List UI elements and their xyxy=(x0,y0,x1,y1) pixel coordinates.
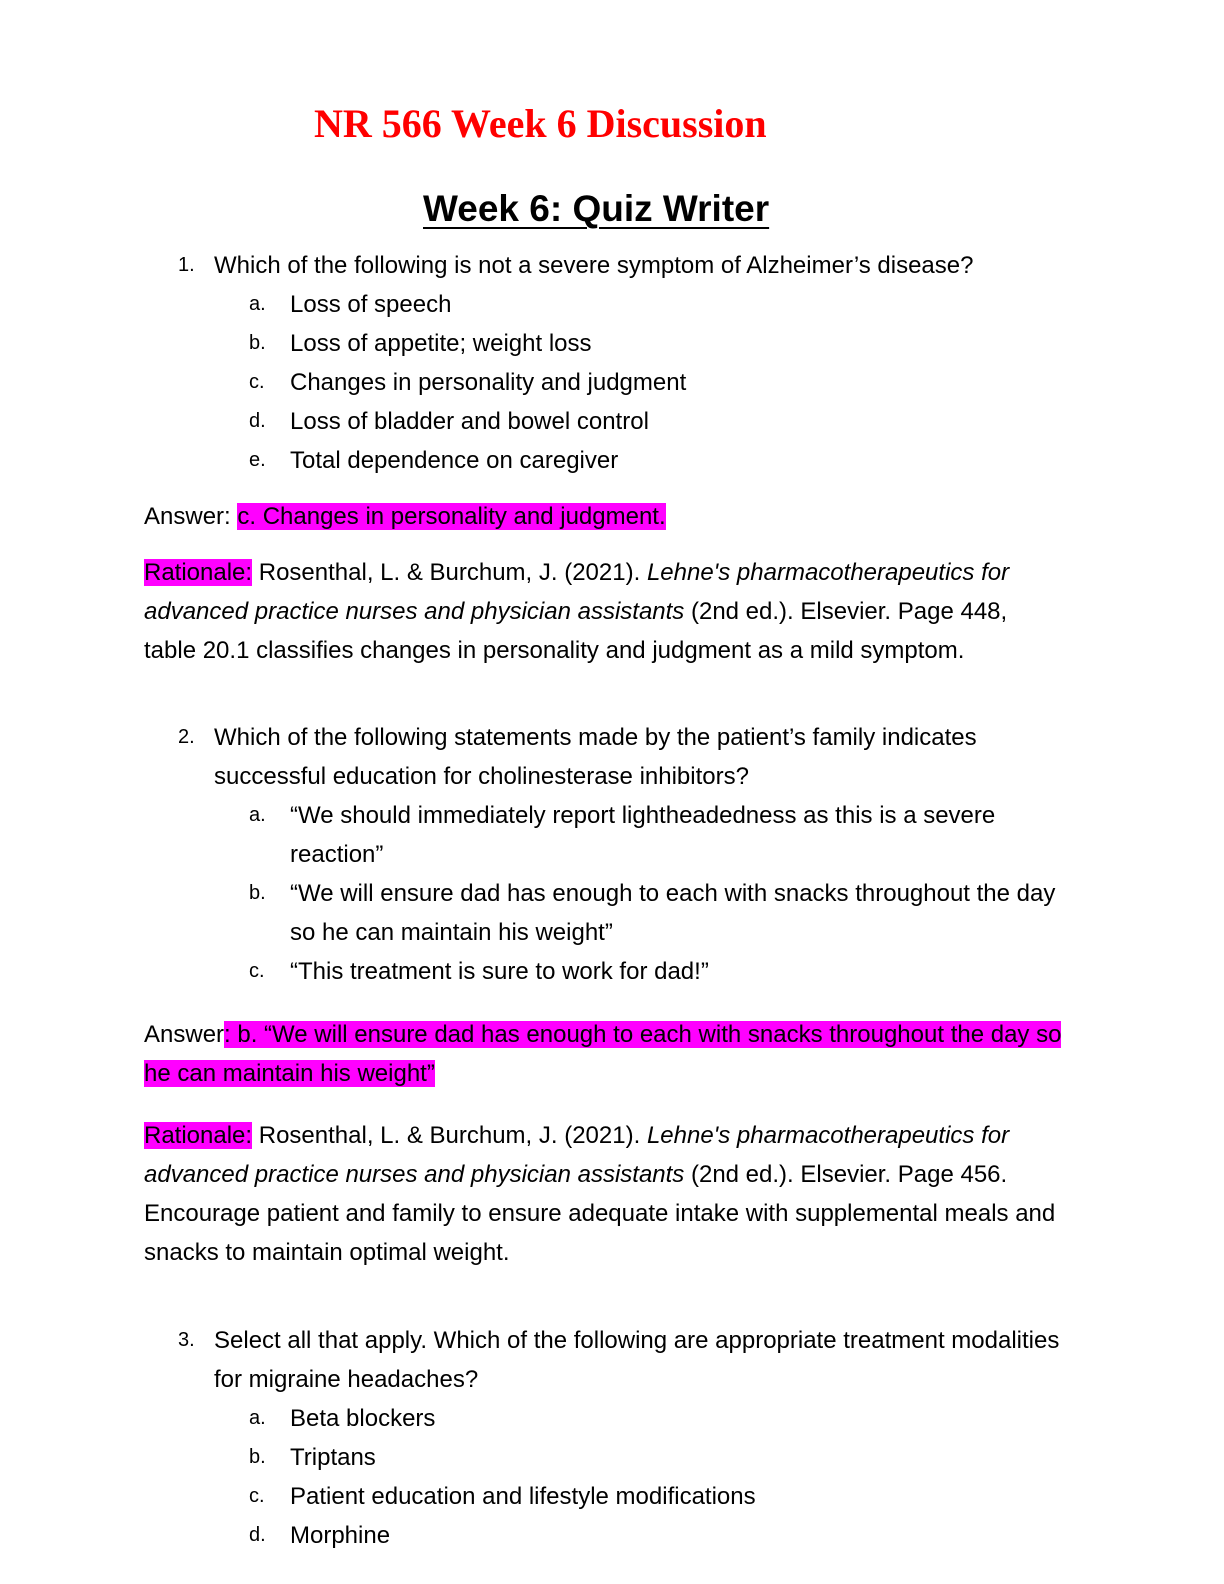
option: d.Morphine xyxy=(249,1522,391,1549)
option: a.Beta blockers xyxy=(249,1405,436,1432)
question-1: 1. Which of the following is not a sever… xyxy=(0,246,1224,670)
answer-highlight: c. Changes in personality and judgment. xyxy=(237,503,666,530)
option: e.Total dependence on caregiver xyxy=(249,447,619,474)
question-2: 2. Which of the following statements mad… xyxy=(0,718,1224,1272)
option: a.“We should immediately report lighthea… xyxy=(249,802,996,868)
rationale-label: Rationale: xyxy=(144,559,253,586)
question-number: 1. xyxy=(178,254,195,276)
page-title: NR 566 Week 6 Discussion xyxy=(314,101,767,146)
answer-highlight: : b. “We will ensure dad has enough to e… xyxy=(144,1021,1062,1087)
option: c.“This treatment is sure to work for da… xyxy=(249,958,709,985)
option: c.Patient education and lifestyle modifi… xyxy=(249,1483,756,1510)
option: a.Loss of speech xyxy=(249,291,452,318)
answer: Answer: c. Changes in personality and ju… xyxy=(144,503,666,530)
question-number: 3. xyxy=(178,1329,195,1351)
option: b.Triptans xyxy=(249,1444,376,1471)
question-text: 3. Select all that apply. Which of the f… xyxy=(0,1321,1224,1399)
document-subtitle: Week 6: Quiz Writer xyxy=(423,188,770,229)
rationale: Rationale: Rosenthal, L. & Burchum, J. (… xyxy=(144,559,1010,664)
option: b.“We will ensure dad has enough to each… xyxy=(249,880,1056,946)
rationale-label: Rationale: xyxy=(144,1122,253,1149)
question-text: 2. Which of the following statements mad… xyxy=(0,718,1224,796)
question-3: 3. Select all that apply. Which of the f… xyxy=(0,1321,1224,1555)
question-number: 2. xyxy=(178,726,195,748)
option: c.Changes in personality and judgment xyxy=(249,369,687,396)
question-text: 1. Which of the following is not a sever… xyxy=(0,246,1224,285)
option: b.Loss of appetite; weight loss xyxy=(249,330,592,357)
option: d.Loss of bladder and bowel control xyxy=(249,408,649,435)
rationale: Rationale: Rosenthal, L. & Burchum, J. (… xyxy=(144,1122,1056,1266)
answer: Answer: b. “We will ensure dad has enoug… xyxy=(144,1021,1062,1087)
